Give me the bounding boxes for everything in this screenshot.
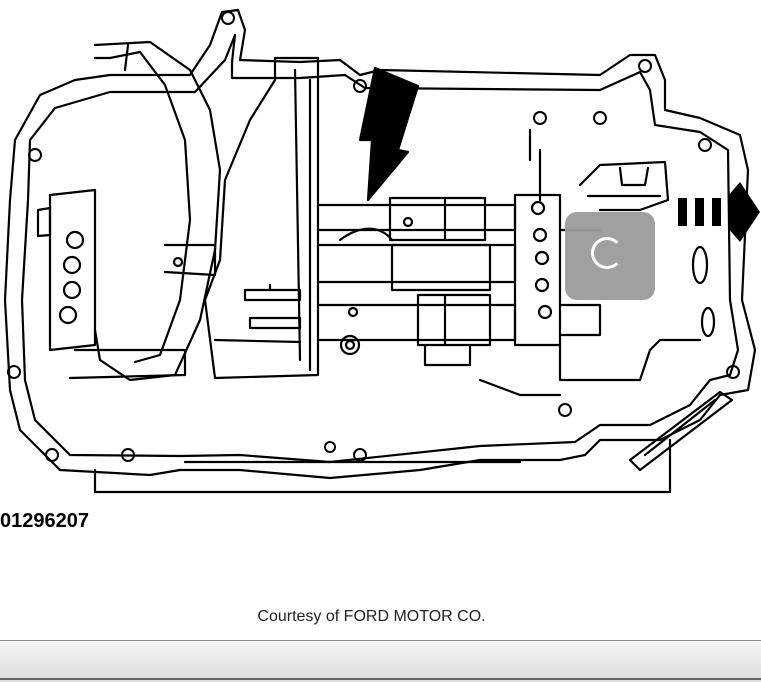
loading-overlay [565, 212, 655, 300]
engine-oil-pan-diagram [3, 8, 760, 494]
loading-spinner-icon [591, 237, 623, 269]
figure-id: 01296207 [0, 510, 89, 532]
figure-caption: Courtesy of FORD MOTOR CO. [257, 608, 486, 625]
bottom-toolbar [0, 640, 761, 682]
toolbar-divider [0, 678, 761, 680]
